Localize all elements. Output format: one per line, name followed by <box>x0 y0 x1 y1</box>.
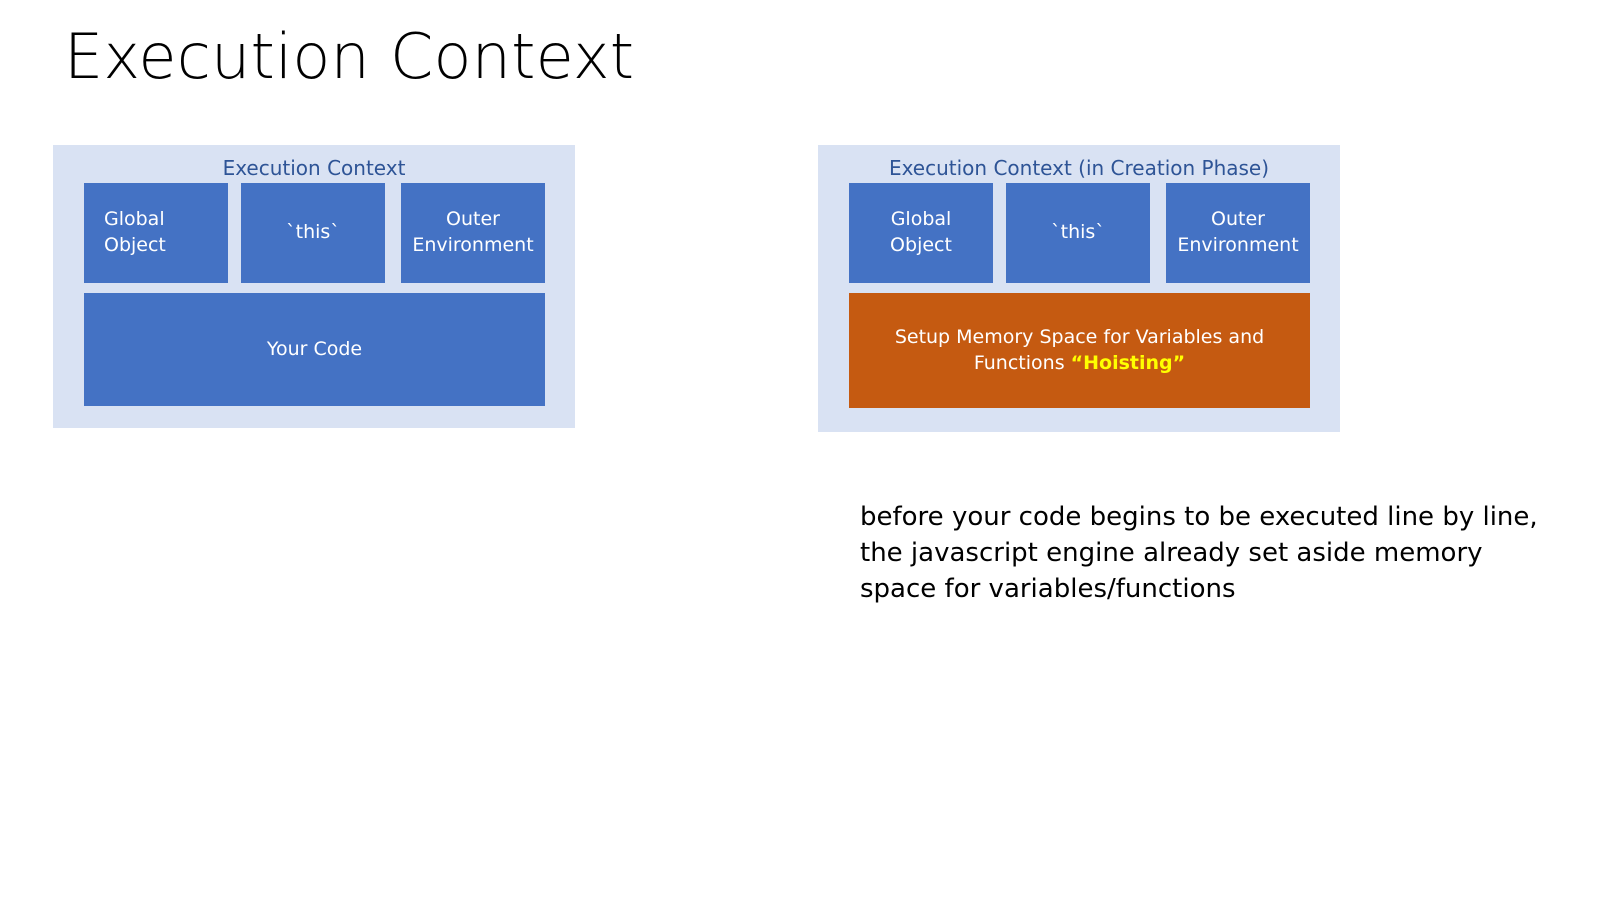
left-box-global-object-label: Global Object <box>104 208 166 256</box>
right-box-this: `this` <box>1006 183 1150 283</box>
hoisting-line-2: Functions “Hoisting” <box>849 351 1310 377</box>
left-box-this-label: `this` <box>286 221 340 244</box>
right-box-global-object-label: Global Object <box>890 208 952 256</box>
hoisting-line-2-prefix: Functions <box>973 351 1071 374</box>
right-panel-title: Execution Context (in Creation Phase) <box>888 156 1270 180</box>
right-box-hoisting: Setup Memory Space for Variables and Fun… <box>849 293 1310 408</box>
left-box-global-object: Global Object <box>84 183 228 283</box>
page-title: Execution Context <box>64 20 635 93</box>
hoisting-line-1: Setup Memory Space for Variables and <box>894 325 1265 348</box>
left-box-your-code: Your Code <box>84 293 545 406</box>
right-box-outer-environment: Outer Environment <box>1166 183 1310 283</box>
hoisting-keyword: “Hoisting” <box>1070 351 1186 374</box>
right-box-global-object: Global Object <box>849 183 993 283</box>
caption-text: before your code begins to be executed l… <box>860 502 1538 604</box>
execution-context-panel-right: Execution Context (in Creation Phase) Gl… <box>818 145 1340 432</box>
left-box-outer-environment-label: Outer Environment <box>412 208 534 256</box>
left-box-outer-environment: Outer Environment <box>401 183 545 283</box>
right-box-outer-environment-label: Outer Environment <box>1177 208 1299 256</box>
left-box-this: `this` <box>241 183 385 283</box>
right-box-this-label: `this` <box>1051 221 1105 244</box>
left-panel-title: Execution Context <box>222 156 406 180</box>
left-box-your-code-label: Your Code <box>266 337 363 360</box>
execution-context-panel-left: Execution Context Global Object `this` O… <box>53 145 575 428</box>
